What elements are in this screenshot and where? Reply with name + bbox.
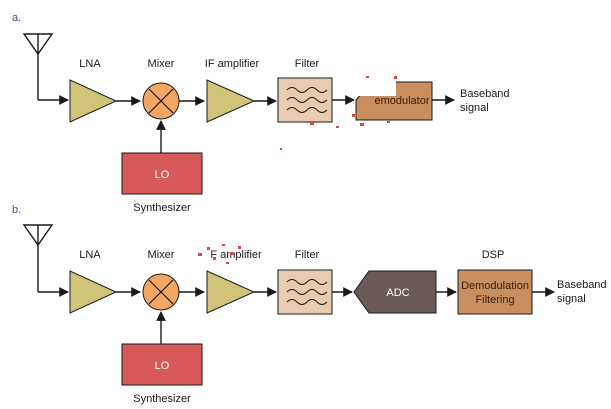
if-amplifier-icon xyxy=(206,79,256,123)
filter-icon xyxy=(277,77,333,123)
synthesizer-label: Synthesizer xyxy=(133,202,191,214)
dsp-demodulation-text: Demodulation xyxy=(461,280,529,292)
mixer-label: Mixer xyxy=(148,58,175,70)
mixer-icon xyxy=(142,273,180,311)
dsp-label: DSP xyxy=(482,249,505,261)
demodulator-label: emodulator xyxy=(374,95,429,107)
lo-label: LO xyxy=(155,169,170,181)
if-amplifier-label: IF amplifier xyxy=(205,58,260,70)
mixer-label: Mixer xyxy=(148,249,175,261)
part-label-b: b. xyxy=(12,204,21,216)
baseband-output-line2: signal xyxy=(460,102,489,114)
lo-block xyxy=(121,343,203,386)
erasure-mask-a xyxy=(350,78,396,96)
filter-label: Filter xyxy=(295,58,320,70)
baseband-output-line1: Baseband xyxy=(557,279,607,291)
filter-label: Filter xyxy=(295,249,320,261)
diagram-a: a. LNA Mixer IF amplifier Filter xyxy=(12,12,510,214)
lna-amplifier-icon xyxy=(69,270,118,314)
dsp-filtering-text: Filtering xyxy=(475,294,514,306)
diagram-b: b. LNA Mixer F amplifier Filter xyxy=(12,204,607,405)
mixer-icon xyxy=(142,82,180,120)
lna-label: LNA xyxy=(79,58,101,70)
lna-label: LNA xyxy=(79,249,101,261)
baseband-output-line1: Baseband xyxy=(460,88,510,100)
adc-block xyxy=(353,270,437,314)
artifact-specks xyxy=(280,76,397,150)
baseband-output-line2: signal xyxy=(557,293,586,305)
synthesizer-label: Synthesizer xyxy=(133,393,191,405)
adc-label: ADC xyxy=(386,287,409,299)
dsp-block xyxy=(457,269,533,315)
lo-label: LO xyxy=(155,360,170,372)
if-amplifier-icon xyxy=(206,270,256,314)
if-amplifier-label: F amplifier xyxy=(210,249,262,261)
antenna-icon xyxy=(22,33,54,100)
part-label-a: a. xyxy=(12,12,21,24)
artifact-specks xyxy=(198,244,241,264)
antenna-icon xyxy=(22,224,54,292)
lna-amplifier-icon xyxy=(69,79,118,123)
filter-icon xyxy=(277,269,333,315)
lo-block xyxy=(121,152,203,195)
